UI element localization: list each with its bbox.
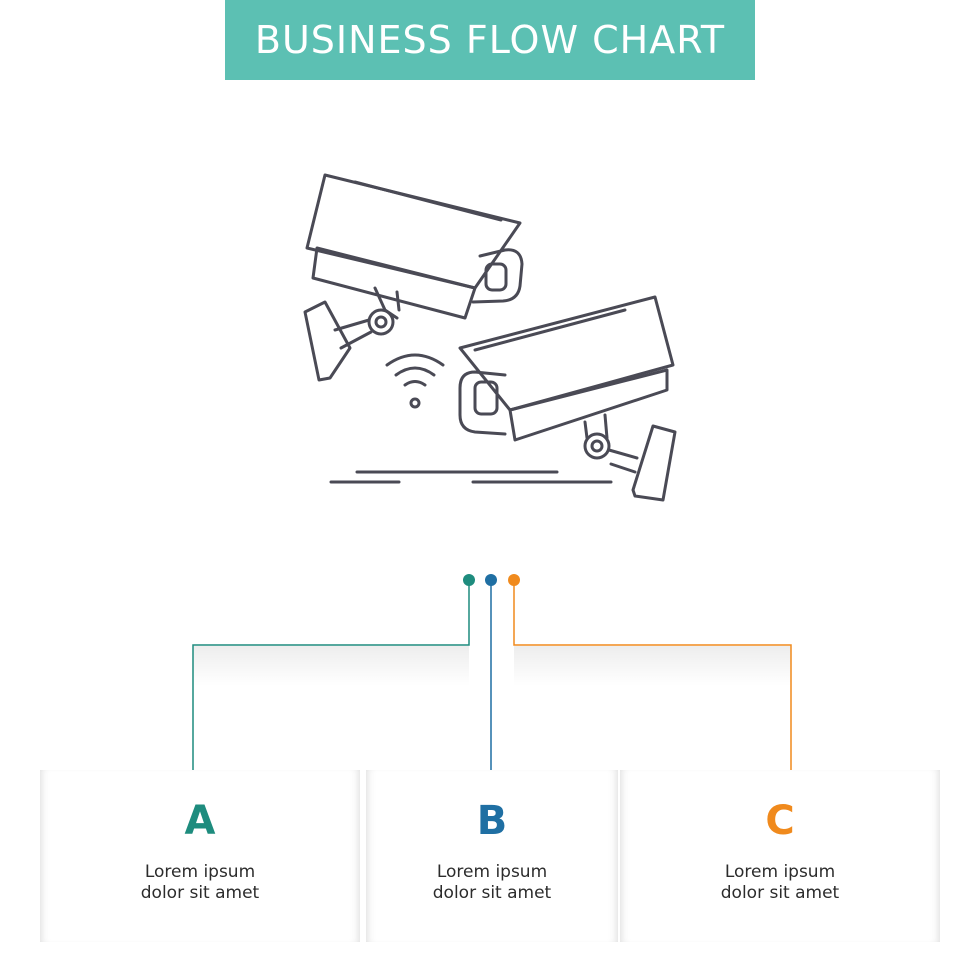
camera-one-icon xyxy=(303,173,524,382)
page-title: BUSINESS FLOW CHART xyxy=(254,18,726,62)
step-c-line-1: Lorem ipsum xyxy=(724,862,836,882)
step-card-c: C Lorem ipsum dolor sit amet xyxy=(620,770,940,942)
camera-two-icon xyxy=(458,295,677,502)
step-description-c: Lorem ipsum dolor sit amet xyxy=(620,862,940,904)
connector-line-a xyxy=(192,580,470,780)
connector-shadow-a xyxy=(193,646,469,686)
step-card-a: A Lorem ipsum dolor sit amet xyxy=(40,770,360,942)
connector-line-c xyxy=(513,580,792,780)
connector-dot-b xyxy=(485,574,497,586)
title-banner: BUSINESS FLOW CHART xyxy=(225,0,755,80)
step-description-b: Lorem ipsum dolor sit amet xyxy=(366,862,618,904)
step-card-b: B Lorem ipsum dolor sit amet xyxy=(366,770,618,942)
wifi-icon xyxy=(385,353,445,409)
step-a-line-2: dolor sit amet xyxy=(140,883,260,903)
step-c-line-2: dolor sit amet xyxy=(720,883,840,903)
step-letter-b: B xyxy=(476,798,508,844)
step-description-a: Lorem ipsum dolor sit amet xyxy=(40,862,360,904)
step-b-line-1: Lorem ipsum xyxy=(436,862,548,882)
step-a-line-1: Lorem ipsum xyxy=(144,862,256,882)
ground-lines-icon xyxy=(329,470,613,484)
connector-dot-a xyxy=(463,574,475,586)
connector-dot-c xyxy=(508,574,520,586)
connector-shadow-c xyxy=(514,646,791,686)
step-letter-c: C xyxy=(765,798,795,844)
step-b-line-2: dolor sit amet xyxy=(432,883,552,903)
step-letter-a: A xyxy=(184,798,216,844)
cctv-cameras-wifi-icon xyxy=(303,173,677,502)
